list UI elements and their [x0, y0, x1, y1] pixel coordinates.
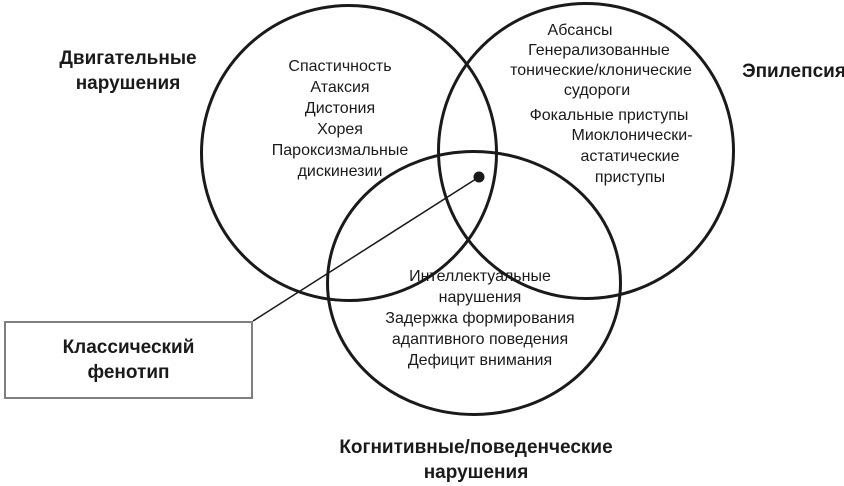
motor-item: Пароксизмальные [271, 142, 409, 159]
classic-phenotype-line2: фенотип [87, 362, 170, 383]
epilepsy-circle [437, 2, 735, 300]
epilepsy-item: судороги [563, 82, 631, 99]
motor-item: Спастичность [288, 58, 392, 75]
cognitive-circle-text: Интеллектуальные нарушения Задержка форм… [385, 266, 574, 371]
motor-item: дискинезии [297, 163, 383, 180]
callout-line [252, 176, 480, 322]
epilepsy-item: астатические [580, 148, 680, 165]
cognitive-item: Дефицит внимания [407, 352, 553, 369]
cognitive-item: Интеллектуальные [409, 268, 551, 285]
motor-circle-text: Спастичность Атаксия Дистония Хорея Паро… [272, 56, 408, 182]
cognitive-label-line1: Когнитивные/поведенческие [339, 437, 613, 458]
cognitive-item: нарушения [438, 289, 522, 306]
cognitive-label: Когнитивные/поведенческие нарушения [339, 435, 612, 485]
center-dot [473, 171, 485, 183]
motor-item: Дистония [304, 100, 376, 117]
motor-label-line1: Двигательные [59, 48, 197, 69]
motor-item: Хорея [317, 121, 363, 138]
epilepsy-label: Эпилепсия [742, 61, 844, 82]
epilepsy-item: Миоклонически- [571, 127, 693, 144]
classic-phenotype-text: Классический фенотип [63, 335, 195, 385]
cognitive-item: адаптивного поведения [391, 331, 569, 348]
motor-label-line2: нарушения [75, 73, 181, 94]
classic-phenotype-line1: Классический [62, 337, 195, 358]
cognitive-item: Задержка формирования [385, 310, 575, 327]
epilepsy-item: Фокальные приступы [529, 107, 689, 124]
classic-phenotype-box: Классический фенотип [4, 321, 253, 399]
motor-item: Атаксия [310, 79, 370, 96]
cognitive-circle [326, 150, 622, 416]
epilepsy-item: тонические/клонические [510, 62, 692, 79]
epilepsy-item: приступы [594, 169, 666, 186]
epilepsy-item: Генерализованные [528, 42, 670, 59]
epilepsy-item: Абсансы [547, 22, 613, 39]
cognitive-label-line2: нарушения [423, 462, 529, 483]
motor-label: Двигательные нарушения [59, 46, 196, 96]
